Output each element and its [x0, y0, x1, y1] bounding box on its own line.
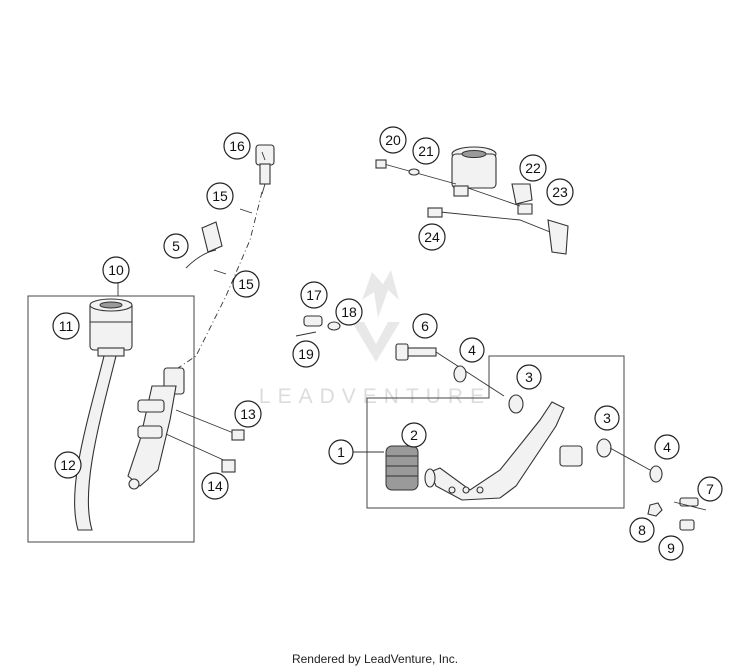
callout-3-upper-label: 3: [525, 369, 533, 385]
callout-19-label: 19: [298, 346, 314, 362]
callout-18-label: 18: [341, 304, 357, 320]
callout-2-label: 2: [410, 427, 418, 443]
leader-24: [439, 211, 551, 233]
callout-20[interactable]: 20: [379, 126, 407, 154]
master-cylinder-assembly-frame: [27, 295, 195, 543]
callout-16-label: 16: [229, 138, 245, 154]
render-credit: Rendered by LeadVenture, Inc.: [291, 652, 459, 666]
callout-8-label: 8: [638, 522, 646, 538]
callout-1[interactable]: 1: [328, 439, 354, 465]
callout-14[interactable]: 14: [201, 472, 229, 500]
callout-2[interactable]: 2: [401, 422, 427, 448]
callout-23[interactable]: 23: [546, 178, 574, 206]
callout-6[interactable]: 6: [412, 313, 438, 339]
screw-24: [427, 207, 443, 218]
hose-fitting: [255, 144, 275, 195]
bushing-3-upper: [508, 394, 524, 414]
pivot-bolt: [395, 343, 437, 361]
callout-12[interactable]: 12: [54, 451, 82, 479]
callout-19[interactable]: 19: [292, 340, 320, 368]
screw-20: [375, 159, 387, 169]
screw-9: [679, 519, 695, 531]
clevis-pin: [303, 315, 323, 327]
callout-8[interactable]: 8: [629, 517, 655, 543]
callout-24[interactable]: 24: [418, 223, 446, 251]
callout-6-label: 6: [421, 318, 429, 334]
bolt-13: [231, 429, 245, 441]
callout-4-lower-label: 4: [663, 439, 671, 455]
watermark: LEADVENTURE: [259, 270, 491, 408]
washer-21: [408, 168, 420, 176]
clevis-washer: [327, 321, 341, 331]
pivot-axis: [435, 351, 505, 397]
leader-20: [383, 163, 457, 185]
brake-line-path: [177, 191, 263, 369]
callout-17-label: 17: [306, 287, 322, 303]
brake-light-switch: [673, 497, 707, 511]
callout-15-upper-label: 15: [212, 188, 228, 204]
callout-13[interactable]: 13: [234, 400, 262, 428]
callout-17[interactable]: 17: [300, 281, 328, 309]
washer-4-upper: [453, 365, 467, 383]
leader-14: [165, 433, 229, 463]
hose-clamp-lower: [213, 269, 227, 275]
callout-9-label: 9: [667, 540, 675, 556]
bracket-link: [467, 187, 521, 207]
rear-brake-reservoir: [451, 146, 497, 197]
callout-13-label: 13: [240, 406, 256, 422]
return-spring: [385, 445, 419, 491]
washer-4-lower: [649, 465, 663, 483]
callout-22-label: 22: [525, 160, 541, 176]
reservoir: [89, 298, 133, 357]
callout-15-lower[interactable]: 15: [232, 270, 260, 298]
callout-15-lower-label: 15: [238, 276, 254, 292]
callout-5[interactable]: 5: [163, 233, 189, 259]
callout-12-label: 12: [60, 457, 76, 473]
pedal-axis: [609, 447, 651, 471]
callout-22[interactable]: 22: [519, 154, 547, 182]
callout-7[interactable]: 7: [697, 476, 723, 502]
leader-13: [175, 409, 237, 435]
split-pin: [295, 331, 317, 337]
callout-15-upper[interactable]: 15: [206, 182, 234, 210]
callout-3-upper[interactable]: 3: [516, 364, 542, 390]
hose-clamp-upper: [239, 208, 253, 214]
watermark-flame-icon: [362, 270, 399, 318]
brake-pedal: [424, 401, 583, 501]
callout-21-label: 21: [418, 143, 434, 159]
callout-21[interactable]: 21: [412, 137, 440, 165]
brake-pedal-assembly-frame: [366, 355, 625, 509]
brake-master-cylinder: [127, 367, 185, 490]
reservoir-bracket: [511, 183, 569, 255]
callout-16[interactable]: 16: [223, 132, 251, 160]
nut-8: [647, 502, 663, 517]
reservoir-hose: [74, 355, 117, 531]
callout-9[interactable]: 9: [658, 535, 684, 561]
callout-4-upper-label: 4: [468, 342, 476, 358]
callout-23-label: 23: [552, 184, 568, 200]
callout-11[interactable]: 11: [52, 312, 80, 340]
callout-7-label: 7: [706, 481, 714, 497]
callout-11-label: 11: [59, 318, 74, 334]
callout-1-label: 1: [337, 444, 345, 460]
callout-14-label: 14: [207, 478, 223, 494]
watermark-v-icon: [352, 322, 400, 362]
callout-5-label: 5: [172, 238, 180, 254]
callout-20-label: 20: [385, 132, 401, 148]
callout-18[interactable]: 18: [335, 298, 363, 326]
callout-24-label: 24: [424, 229, 440, 245]
callout-4-upper[interactable]: 4: [459, 337, 485, 363]
callout-3-lower[interactable]: 3: [594, 405, 620, 431]
watermark-text: LEADVENTURE: [259, 385, 491, 408]
hose-guide: [185, 221, 223, 269]
callout-10[interactable]: 10: [102, 256, 130, 284]
callout-4-lower[interactable]: 4: [654, 434, 680, 460]
bushing-3-lower: [596, 438, 612, 458]
bolt-14: [221, 459, 236, 473]
callout-10-label: 10: [108, 262, 124, 278]
callout-3-lower-label: 3: [603, 410, 611, 426]
